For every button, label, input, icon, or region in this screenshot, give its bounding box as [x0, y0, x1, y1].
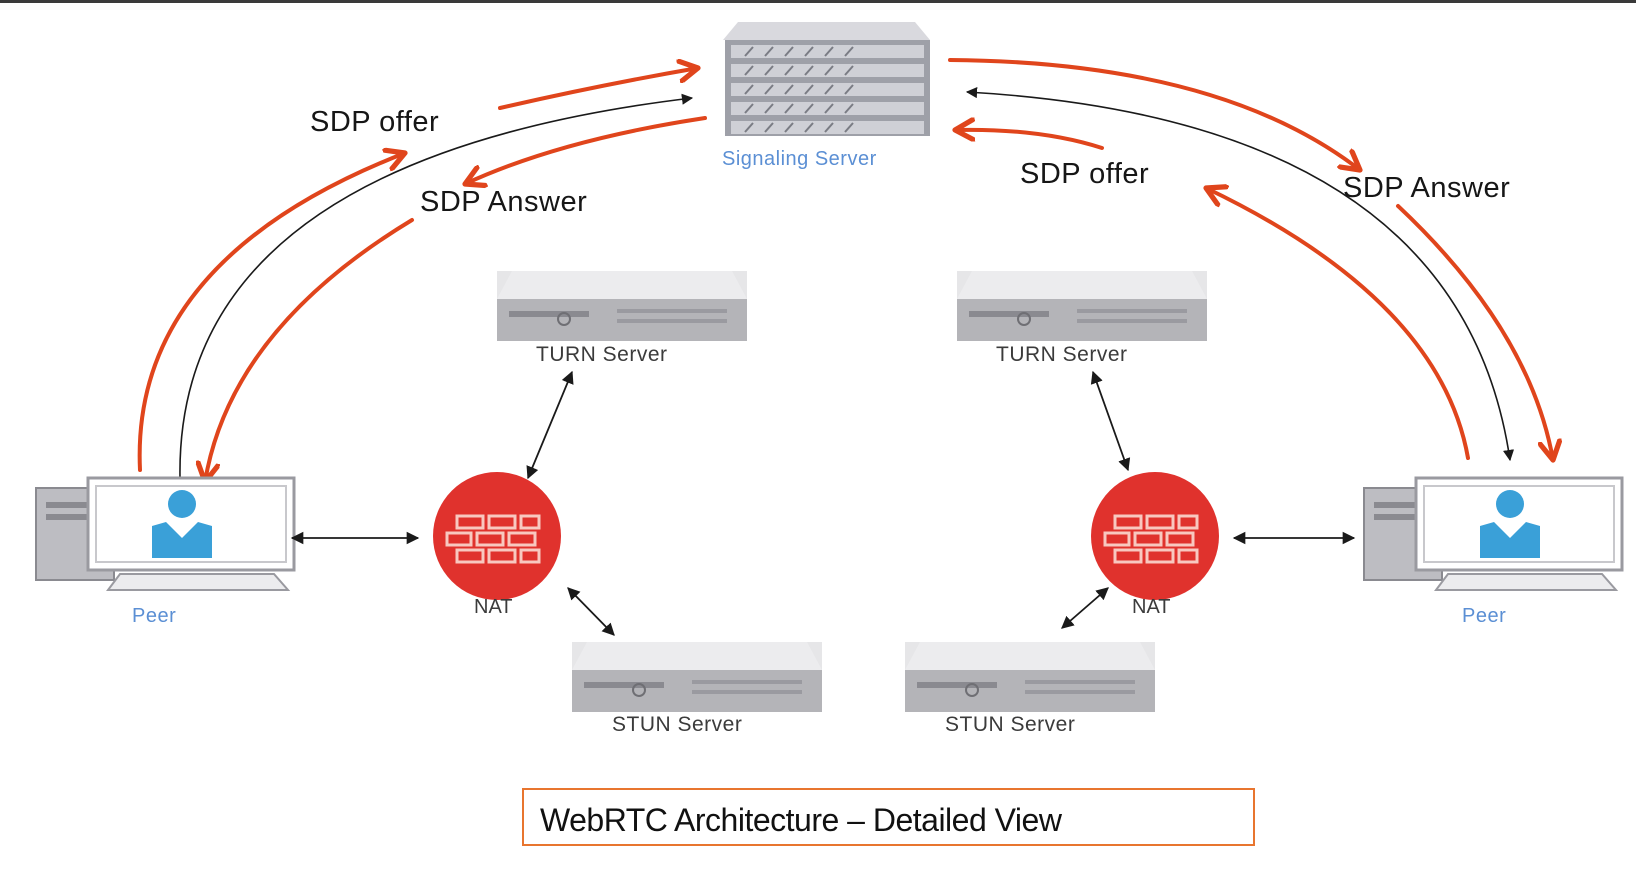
left-sdp-answer-label: SDP Answer	[420, 186, 588, 218]
left-offer-from-peer-arrow	[137, 153, 405, 472]
right-peer-label: Peer	[1462, 605, 1507, 627]
right-nat-stun-arrow	[1061, 587, 1109, 629]
left-nat-stun-arrow	[567, 587, 615, 636]
left-stun-server-icon	[571, 641, 823, 713]
signaling-server-icon	[723, 22, 930, 136]
right-nat-label: NAT	[1132, 596, 1171, 618]
left-nat-icon	[431, 470, 563, 602]
right-stun-server-label: STUN Server	[945, 713, 1076, 736]
left-turn-server-label: TURN Server	[536, 343, 668, 366]
left-peer-icon	[34, 476, 296, 592]
right-signaling-line	[965, 86, 1515, 462]
right-nat-turn-arrow	[1090, 370, 1131, 472]
top-border	[0, 0, 1636, 3]
right-answer-from-server-arrow	[948, 58, 1360, 170]
right-stun-server-icon	[904, 641, 1156, 713]
left-answer-to-peer-arrow	[205, 218, 414, 482]
right-answer-to-peer-arrow	[1396, 204, 1553, 460]
left-nat-turn-arrow	[526, 370, 574, 480]
right-peer-icon	[1362, 476, 1624, 592]
right-offer-from-peer-arrow	[1206, 188, 1470, 460]
left-peer-label: Peer	[132, 605, 177, 627]
left-nat-label: NAT	[474, 596, 513, 618]
left-offer-to-server-arrow	[498, 68, 698, 110]
caption-box: WebRTC Architecture – Detailed View	[522, 788, 1255, 846]
right-turn-server-icon	[956, 270, 1208, 342]
right-offer-to-server-arrow	[955, 130, 1104, 150]
left-sdp-offer-label: SDP offer	[310, 106, 440, 138]
left-stun-server-label: STUN Server	[612, 713, 743, 736]
right-sdp-offer-label: SDP offer	[1020, 158, 1150, 190]
right-sdp-answer-label: SDP Answer	[1343, 172, 1511, 204]
left-signaling-line	[179, 93, 694, 479]
right-nat-icon	[1089, 470, 1221, 602]
right-turn-server-label: TURN Server	[996, 343, 1128, 366]
signaling-server-label: Signaling Server	[722, 148, 877, 170]
left-turn-server-icon	[496, 270, 748, 342]
caption-title: WebRTC Architecture – Detailed View	[540, 802, 1062, 838]
left-answer-from-server-arrow	[465, 116, 707, 184]
